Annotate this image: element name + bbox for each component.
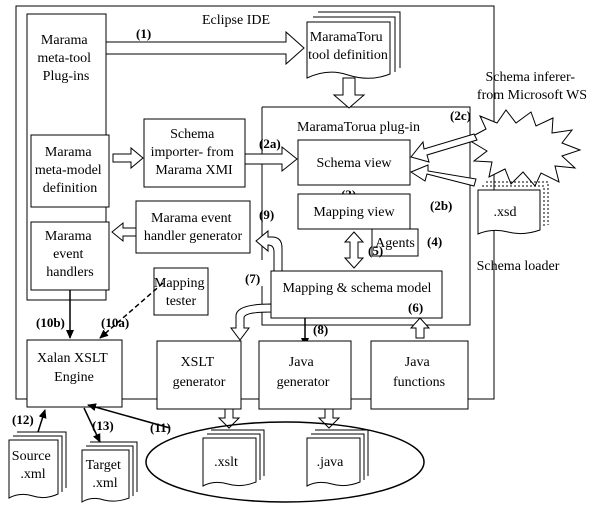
target-xml-doc-stack (81, 441, 138, 503)
step-2a-label: (2a) (259, 136, 281, 151)
schema-importer-box (143, 118, 246, 188)
xsd-label: .xsd (494, 205, 517, 220)
metamodel-definition-box (30, 134, 110, 208)
agents-label: Agents (375, 236, 415, 251)
mapping-schema-model-box (270, 270, 443, 319)
step-13-label: (13) (92, 418, 114, 433)
step-1-label: (1) (136, 26, 151, 41)
functions-to-model-arrow (409, 317, 431, 339)
xslt-file-label: .xslt (214, 455, 238, 470)
step-12-label: (12) (12, 412, 34, 427)
xslt-doc-stack (202, 429, 265, 487)
event-handler-generator-box (135, 200, 251, 254)
java-file-label: .java (317, 455, 345, 470)
xalan-engine-box (26, 339, 123, 408)
java-functions-label: Java functions (393, 355, 445, 390)
step-5-label: (5) (368, 243, 383, 258)
step-10a-arrow (99, 282, 164, 339)
step-7-arrow (230, 303, 272, 341)
xslt-generator-label: XSLT generator (173, 355, 226, 390)
java-generator-label: Java generator (277, 355, 330, 390)
java-generator-box (258, 340, 352, 410)
schema-loader-label: Schema loader (477, 259, 560, 274)
step-2a-arrow (244, 145, 298, 173)
generator-to-handlers-arrow (111, 221, 137, 243)
xslt-gen-to-file-arrow (217, 408, 241, 429)
target-xml-label: Target .xml (86, 458, 125, 491)
metamodel-to-importer-arrow (112, 146, 144, 170)
java-doc-stack (306, 429, 369, 487)
mapping-view-label: Mapping view (313, 205, 395, 220)
tooldef-to-plugin-arrow (332, 77, 366, 109)
step-10a-label: (10a) (101, 315, 129, 330)
schema-view-box (297, 139, 411, 186)
toru-tool-definition-label: MaramaToru tool definition (308, 30, 388, 63)
toru-tool-definition-doc (306, 11, 401, 79)
step-10b-label: (10b) (36, 315, 65, 330)
event-handler-generator-label: Marama event handler generator (144, 211, 243, 244)
xsd-doc-stack (477, 181, 549, 235)
java-gen-to-file-arrow (317, 408, 341, 429)
step-2c-arrow (410, 133, 478, 163)
step-9-arrow (255, 229, 283, 273)
source-xml-doc-stack (8, 431, 67, 499)
step-11-arrow (87, 403, 171, 429)
event-handlers-box (30, 221, 110, 291)
step-12-arrow (37, 409, 47, 433)
step-2b-arrow (409, 164, 477, 187)
step-8-label: (8) (313, 322, 328, 337)
schema-importer-label: Schema importer- from Marama XMI (151, 127, 238, 178)
xalan-engine-label: Xalan XSLT Engine (37, 351, 111, 385)
step-2c-label: (2c) (450, 108, 471, 123)
eclipse-ide-label: Eclipse IDE (202, 13, 270, 28)
step-5-double-arrow (343, 231, 365, 269)
mapping-view-box (297, 193, 411, 230)
meta-tool-plugins-label: Marama meta-tool Plug-ins (37, 33, 94, 84)
step-2b-label: (2b) (430, 198, 452, 213)
metamodel-definition-label: Marama meta-model definition (35, 145, 105, 196)
agents-box (371, 228, 419, 257)
mapping-schema-model-label: Mapping & schema model (283, 281, 432, 296)
step-7-label: (7) (245, 271, 260, 286)
schema-view-label: Schema view (316, 156, 392, 171)
schema-inferer-starburst (471, 109, 582, 187)
event-handlers-label: Marama event handlers (45, 229, 95, 280)
mapping-tester-label: Mapping tester (154, 276, 208, 309)
source-xml-label: Source .xml (12, 449, 54, 482)
schema-inferer-label: Schema inferer- from Microsoft WS (477, 70, 587, 103)
step-13-arrow (83, 407, 101, 443)
java-functions-box (370, 340, 469, 410)
generated-files-ellipse (145, 421, 425, 503)
step-9-label: (9) (259, 207, 274, 222)
step-11-label: (11) (150, 420, 171, 435)
step-6-label: (6) (408, 300, 423, 315)
step-4-label: (4) (427, 234, 442, 249)
plugin-label: MaramaTorua plug-in (297, 120, 420, 135)
step-1-arrow (105, 30, 305, 66)
xslt-generator-box (156, 340, 242, 410)
